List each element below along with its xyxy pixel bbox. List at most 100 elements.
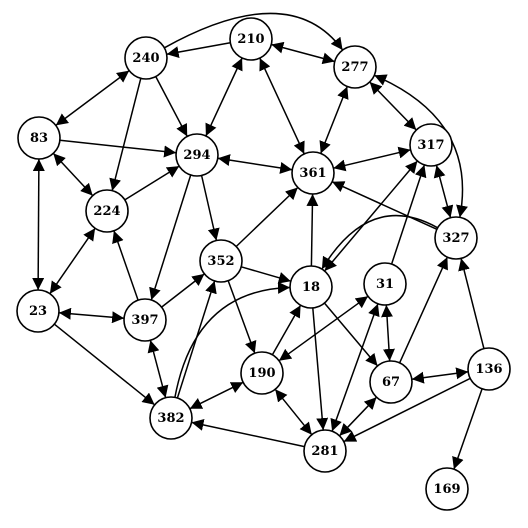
node-327: 327 [434, 216, 478, 260]
edge-277-361 [319, 86, 349, 154]
node-label: 281 [311, 444, 338, 459]
node-352: 352 [199, 239, 243, 283]
node-label: 190 [248, 366, 275, 381]
node-18: 18 [289, 265, 333, 309]
node-circle [123, 298, 167, 342]
node-23: 23 [16, 289, 60, 333]
edge-240-224 [109, 78, 142, 191]
node-136: 136 [467, 347, 511, 391]
edge-18-361 [306, 193, 319, 267]
edge-210-240 [166, 41, 231, 59]
edge-210-277 [271, 41, 335, 65]
node-circle [149, 396, 193, 440]
edge-294-361 [217, 154, 293, 174]
edge-18-281 [312, 307, 329, 431]
node-label: 83 [30, 131, 48, 146]
edge-83-23 [32, 158, 45, 291]
node-label: 382 [157, 411, 184, 426]
node-circle [363, 262, 407, 306]
edge-190-382 [189, 381, 244, 410]
edge-294-352 [200, 175, 220, 241]
node-label: 240 [132, 51, 159, 66]
node-label: 23 [29, 304, 47, 319]
edge-210-294 [205, 57, 243, 137]
node-label: 67 [382, 375, 400, 390]
node-circle [291, 151, 335, 195]
edge-397-382 [147, 340, 169, 398]
node-circle [434, 216, 478, 260]
node-label: 277 [341, 60, 368, 75]
edge-281-382 [191, 419, 305, 448]
edge-18-67 [323, 302, 379, 367]
node-240: 240 [124, 36, 168, 80]
node-label: 294 [183, 148, 210, 163]
node-31: 31 [363, 262, 407, 306]
node-label: 31 [376, 277, 394, 292]
edge-397-224 [112, 230, 139, 301]
node-label: 224 [93, 204, 120, 219]
edge-23-397 [58, 307, 125, 324]
edge-23-382 [53, 323, 156, 406]
edge-277-317 [369, 81, 417, 131]
node-circle [175, 133, 219, 177]
node-67: 67 [369, 360, 413, 404]
node-label: 210 [237, 32, 264, 47]
node-circle [289, 265, 333, 309]
node-382: 382 [149, 396, 193, 440]
node-224: 224 [85, 189, 129, 233]
edge-67-136 [411, 367, 469, 384]
node-circle [303, 429, 347, 473]
edge-327-361 [331, 181, 438, 230]
node-294: 294 [175, 133, 219, 177]
node-circle [425, 467, 469, 511]
edge-240-294 [155, 76, 188, 137]
node-210: 210 [229, 17, 273, 61]
node-190: 190 [240, 351, 284, 395]
edge-397-352 [161, 273, 205, 308]
node-label: 317 [417, 138, 444, 153]
edge-352-18 [240, 266, 292, 284]
edge-327-18 [321, 214, 439, 270]
edge-224-23 [49, 227, 96, 295]
edge-352-361 [235, 186, 299, 248]
edge-83-294 [59, 139, 177, 158]
node-circle [409, 123, 453, 167]
edge-190-281 [274, 388, 313, 436]
node-169: 169 [425, 467, 469, 511]
edge-294-397 [149, 174, 192, 301]
edge-31-67 [381, 304, 395, 362]
edge-352-190 [227, 280, 257, 354]
edge-240-83 [55, 69, 130, 127]
node-label: 361 [299, 166, 326, 181]
node-label: 136 [475, 362, 502, 377]
node-circle [333, 45, 377, 89]
edge-136-169 [452, 388, 483, 470]
node-label: 18 [302, 280, 320, 295]
node-317: 317 [409, 123, 453, 167]
edge-31-190 [278, 295, 369, 362]
node-label: 327 [442, 231, 469, 246]
edge-83-224 [52, 152, 94, 197]
edge-67-327 [398, 256, 449, 364]
edge-31-317 [390, 164, 427, 265]
node-label: 352 [207, 254, 234, 269]
edge-382-18 [174, 281, 291, 398]
node-circle [467, 347, 511, 391]
edge-224-294 [124, 165, 180, 201]
node-circle [17, 116, 61, 160]
node-circle [369, 360, 413, 404]
edge-281-31 [330, 303, 380, 432]
node-277: 277 [333, 45, 377, 89]
node-circle [85, 189, 129, 233]
edge-317-361 [333, 146, 411, 172]
node-circle [240, 351, 284, 395]
edge-67-281 [338, 396, 378, 437]
edge-240-277 [164, 12, 344, 51]
edge-layer [32, 12, 485, 470]
node-361: 361 [291, 151, 335, 195]
edge-136-327 [458, 258, 485, 349]
node-circle [16, 289, 60, 333]
edge-210-361 [259, 57, 305, 155]
